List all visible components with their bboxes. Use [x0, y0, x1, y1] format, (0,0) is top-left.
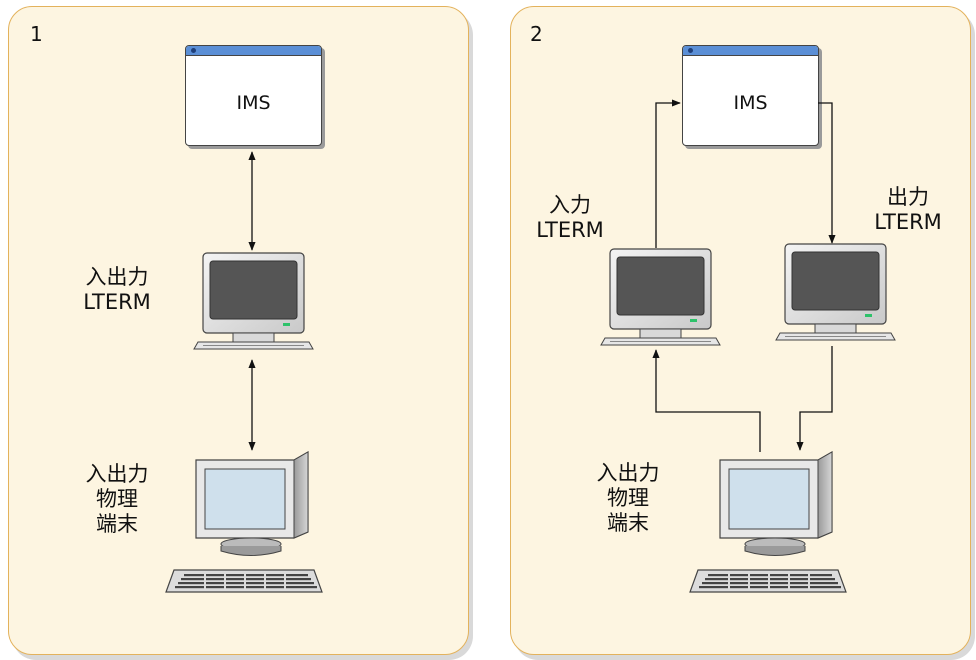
- connector-terminal-input-lterm: [652, 349, 761, 452]
- physical-terminal-icon: [689, 451, 847, 593]
- physical-terminal-label-line2: 物理: [96, 487, 138, 511]
- physical-terminal-label-line2: 物理: [607, 486, 649, 510]
- physical-terminal-label-line3: 端末: [96, 512, 138, 536]
- input-lterm-monitor-icon: [600, 248, 721, 346]
- io-lterm-label-line2: LTERM: [83, 290, 151, 314]
- output-lterm-label: 出力 LTERM: [853, 185, 963, 235]
- io-lterm-label-line1: 入出力: [85, 265, 149, 289]
- connector-input-lterm-ims: [655, 99, 681, 248]
- input-lterm-label: 入力 LTERM: [515, 193, 625, 243]
- input-lterm-label-line2: LTERM: [536, 218, 604, 242]
- ims-window-1-label: IMS: [236, 92, 271, 114]
- lterm-monitor-icon: [193, 252, 314, 350]
- physical-terminal-label-line1: 入出力: [596, 461, 660, 485]
- ims-window-2-titlebar: [683, 46, 818, 56]
- output-lterm-label-line1: 出力: [887, 185, 929, 209]
- output-lterm-monitor-icon: [775, 243, 896, 341]
- ims-window-1: IMS: [185, 45, 322, 146]
- connector-output-lterm-terminal: [796, 346, 833, 451]
- output-lterm-label-line2: LTERM: [874, 210, 942, 234]
- connector-ims-output-lterm: [818, 102, 836, 244]
- panel-2-number: 2: [530, 22, 543, 46]
- physical-terminal-label-line1: 入出力: [85, 462, 149, 486]
- input-lterm-label-line1: 入力: [549, 193, 591, 217]
- ims-window-2-label: IMS: [733, 92, 768, 114]
- physical-terminal-icon: [165, 451, 323, 593]
- window-dot-icon: [688, 48, 693, 53]
- window-dot-icon: [191, 48, 196, 53]
- physical-terminal-label-2: 入出力 物理 端末: [573, 461, 683, 536]
- physical-terminal-label: 入出力 物理 端末: [62, 462, 172, 537]
- io-lterm-label: 入出力 LTERM: [62, 265, 172, 315]
- ims-window-1-titlebar: [186, 46, 321, 56]
- ims-window-2: IMS: [682, 45, 819, 146]
- panel-1-number: 1: [30, 22, 43, 46]
- physical-terminal-label-line3: 端末: [607, 511, 649, 535]
